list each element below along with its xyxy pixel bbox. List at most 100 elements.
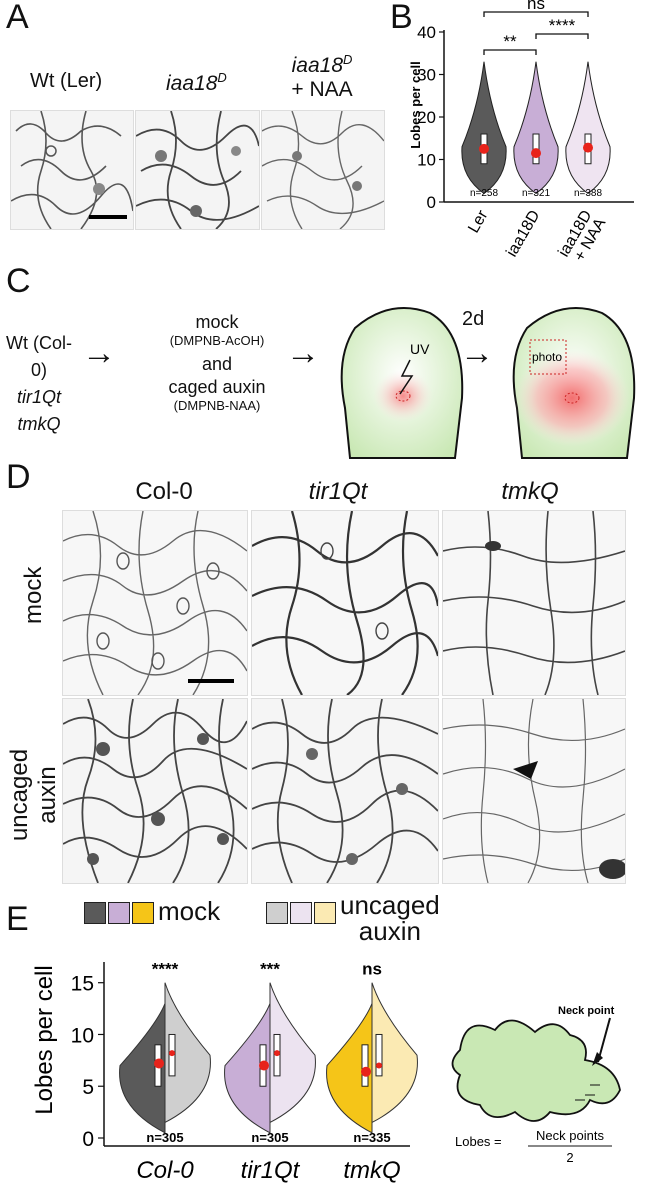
b-violin — [565, 61, 611, 195]
micrograph-a-iaa18d-naa — [261, 110, 385, 230]
e-ylabel: Lobes per cell — [31, 965, 58, 1114]
c-time: 2d — [462, 308, 485, 330]
panel-label-d: D — [6, 458, 31, 496]
c-leaf-before: UV — [340, 307, 464, 459]
micrograph-d-tmkq-mock — [442, 510, 626, 696]
b-ylabel: Lobes per cell — [408, 61, 423, 148]
e-legend-swatch-uncaged-tir1qt — [290, 902, 312, 924]
b-xlabel: iaa18D — [503, 208, 543, 260]
e-legend-swatch-mock-tir1qt — [108, 902, 130, 924]
b-sig-label: ns — [527, 0, 545, 13]
panel-label-c: C — [6, 262, 31, 300]
b-significance: ******ns — [483, 0, 589, 55]
d-col-col0: Col-0 — [135, 478, 193, 505]
c-caged: caged auxin — [168, 377, 266, 397]
b-sig-bracket — [483, 11, 589, 17]
e-violin-uncaged — [371, 982, 418, 1124]
d-col-tmkq: tmkQ — [501, 478, 559, 505]
label-wt-ler: Wt (Ler) — [30, 70, 103, 92]
c-caged-chem: (DMPNB-NAA) — [173, 398, 261, 413]
panel-label-b: B — [390, 0, 413, 36]
b-ytick-label: 10 — [417, 151, 436, 170]
e-sig-label: **** — [152, 959, 179, 978]
e-xlabel: tir1Qt — [241, 1157, 301, 1184]
c-leaf-after: photo — [512, 307, 636, 459]
micrograph-d-col0-mock — [62, 510, 248, 696]
e-violin-mock — [224, 1003, 271, 1134]
inset-arrow — [597, 1017, 611, 1063]
b-ytick-label: 0 — [427, 193, 436, 212]
e-mean-mock — [154, 1058, 164, 1069]
panel-label-e: E — [6, 900, 29, 938]
b-x-labels: Ler iaa18D iaa18D+ NAA — [465, 207, 609, 265]
b-mean-point — [531, 148, 541, 159]
inset-formula-numerator: Neck points — [536, 1128, 604, 1143]
b-n-label: n=321 — [522, 188, 551, 199]
b-violin — [513, 61, 559, 195]
inset-neck-marks — [575, 1084, 600, 1101]
b-xlabel-line: iaa18D — [503, 208, 543, 260]
b-xlabel-line: Ler — [465, 207, 492, 236]
e-x-labels: Col-0 tir1Qt tmkQ — [136, 1157, 400, 1184]
b-xlabel: Ler — [465, 207, 492, 236]
e-n-label: n=305 — [251, 1130, 288, 1145]
micrograph-d-tir1qt-mock — [251, 510, 439, 696]
c-arrow-1: → — [82, 334, 116, 372]
e-n-label: n=335 — [353, 1130, 390, 1145]
b-violin — [461, 61, 507, 195]
e-mean-uncaged — [376, 1062, 382, 1069]
inset-arrow-head — [592, 1052, 603, 1066]
e-legend-uncaged-swatches — [266, 902, 336, 924]
e-xlabel: Col-0 — [136, 1157, 194, 1184]
d-col-tir1qt: tir1Qt — [308, 478, 368, 505]
c-genotype-tmkq: tmkQ — [17, 414, 61, 434]
e-legend-swatch-mock-tmkq — [132, 902, 154, 924]
e-mean-uncaged — [274, 1050, 280, 1057]
c-and: and — [201, 354, 233, 374]
label-iaa18d-naa: iaa18D + NAA — [291, 52, 353, 101]
inset-formula-denominator: 2 — [566, 1150, 573, 1165]
e-box-uncaged — [375, 1033, 383, 1077]
e-violin-uncaged — [269, 982, 316, 1124]
b-mean-point — [479, 143, 489, 154]
b-mean-point — [583, 142, 593, 153]
b-sig-label: ** — [503, 32, 517, 51]
e-violin-mock — [326, 1003, 373, 1134]
label-iaa18d: iaa18D — [166, 70, 227, 95]
inset-formula-lhs: Lobes = — [455, 1134, 502, 1149]
e-mean-mock — [259, 1060, 269, 1071]
c-arrow-3: → — [460, 334, 494, 372]
e-n-label: n=305 — [146, 1130, 183, 1145]
c-genotype-wt: Wt (Col-0) — [6, 333, 72, 380]
e-violin-mock — [119, 1003, 166, 1134]
micrograph-d-col0-uncaged — [62, 698, 248, 884]
e-ytick-label: 15 — [71, 973, 94, 996]
panel-label-a: A — [6, 0, 29, 36]
e-sig-label: ns — [362, 959, 382, 978]
e-violin-uncaged — [164, 982, 211, 1124]
b-xlabel: iaa18D+ NAA — [555, 208, 609, 265]
b-sig-bracket — [535, 33, 589, 39]
b-sig-label: **** — [549, 16, 576, 35]
c-uv: UV — [410, 341, 430, 357]
e-box-mock — [361, 1044, 369, 1087]
e-mean-uncaged — [169, 1050, 175, 1057]
c-photo: photo — [532, 350, 562, 364]
b-n-label: n=388 — [574, 188, 603, 199]
e-mean-mock — [361, 1066, 371, 1077]
micrograph-a-ler — [10, 110, 134, 230]
e-ytick-label: 5 — [82, 1076, 94, 1099]
inset-neck-label: Neck point — [558, 1005, 615, 1017]
b-ytick-label: 20 — [417, 108, 436, 127]
c-mock: mock — [195, 312, 239, 332]
c-arrow-2: → — [286, 334, 320, 372]
e-legend-mock-swatches — [84, 902, 154, 924]
e-xlabel: tmkQ — [343, 1157, 400, 1184]
